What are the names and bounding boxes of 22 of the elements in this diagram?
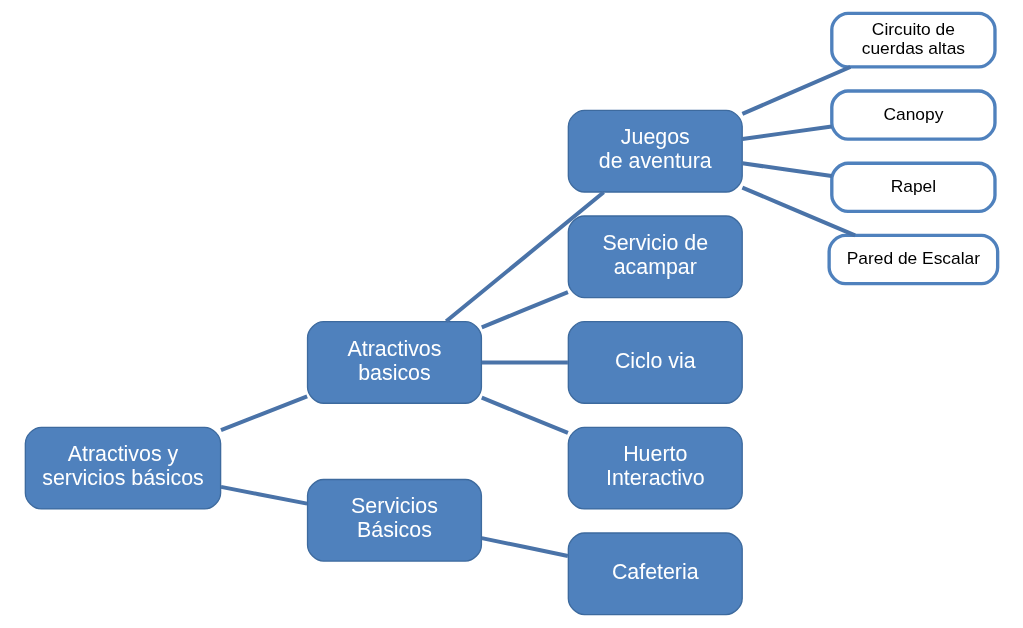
node-box: Rapel	[830, 161, 997, 213]
node-box: Atractivos y servicios básicos	[24, 426, 222, 510]
node-box: Juegos de aventura	[567, 109, 743, 193]
connector	[481, 290, 569, 330]
connector	[220, 394, 308, 432]
node-box: Atractivos basicos	[306, 321, 483, 404]
node-box: Servicio de acampar	[567, 215, 743, 299]
connector	[742, 161, 832, 178]
connector	[481, 536, 569, 558]
node-box: Ciclo via	[567, 321, 743, 404]
connector	[481, 395, 569, 435]
connector	[741, 65, 852, 116]
node-box: Cafeteria	[567, 532, 743, 616]
connector	[481, 360, 568, 365]
connector	[444, 190, 605, 323]
node-box: Huerto Interactivo	[567, 426, 743, 510]
node-box: Pared de Escalar	[827, 233, 1000, 286]
node-box: Circuito de cuerdas altas	[830, 11, 997, 69]
node-box: Servicios Básicos	[306, 478, 483, 562]
connector	[742, 124, 832, 142]
node-box: Canopy	[830, 89, 997, 141]
connector	[220, 484, 308, 506]
